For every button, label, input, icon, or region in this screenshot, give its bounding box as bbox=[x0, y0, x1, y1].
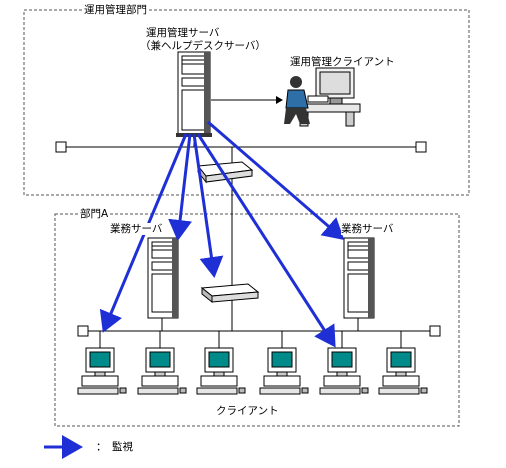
business-server-right-label: 業務サーバ bbox=[341, 223, 394, 235]
management-server-icon bbox=[176, 51, 212, 137]
terminator-icon bbox=[415, 141, 427, 153]
monitor-arrow-to-server-right bbox=[207, 120, 345, 240]
client-pc-icon bbox=[378, 347, 428, 395]
ops-department-label: 運用管理部門 bbox=[84, 4, 147, 16]
client-pc-icon bbox=[77, 347, 127, 395]
business-server-left-label: 業務サーバ bbox=[110, 223, 163, 235]
management-client-icon bbox=[284, 67, 361, 127]
monitor-arrow-to-router bbox=[192, 133, 224, 278]
legend-separator: ： bbox=[96, 441, 107, 453]
business-server-right-icon bbox=[343, 237, 375, 319]
business-server-left-icon bbox=[147, 237, 179, 319]
network-lines bbox=[62, 135, 437, 348]
legend-monitoring-label: 監視 bbox=[112, 441, 133, 453]
monitor-arrow-to-client-5 bbox=[196, 133, 336, 348]
management-client-label: 運用管理クライアント bbox=[290, 56, 395, 68]
terminator-icon bbox=[55, 141, 67, 153]
client-pc-icon bbox=[259, 347, 309, 395]
ops-department-zone bbox=[23, 9, 470, 196]
router-icon bbox=[197, 161, 254, 184]
monitor-arrow-to-server-left bbox=[168, 133, 192, 241]
department-a-zone bbox=[54, 213, 460, 427]
dept-router-icon bbox=[200, 283, 260, 304]
client-pc-icon bbox=[137, 347, 187, 395]
monitoring-arrows bbox=[99, 120, 345, 348]
terminator-icon bbox=[77, 325, 89, 337]
client-pc-icon bbox=[319, 347, 369, 395]
client-pcs bbox=[77, 347, 428, 395]
terminator-icon bbox=[429, 325, 441, 337]
management-server-sublabel: （兼ヘルプデスクサーバ） bbox=[140, 40, 266, 52]
client-pc-icon bbox=[196, 347, 246, 395]
clients-label: クライアント bbox=[216, 405, 279, 417]
department-a-label: 部門A bbox=[80, 208, 109, 220]
management-server-label: 運用管理サーバ bbox=[146, 27, 220, 39]
